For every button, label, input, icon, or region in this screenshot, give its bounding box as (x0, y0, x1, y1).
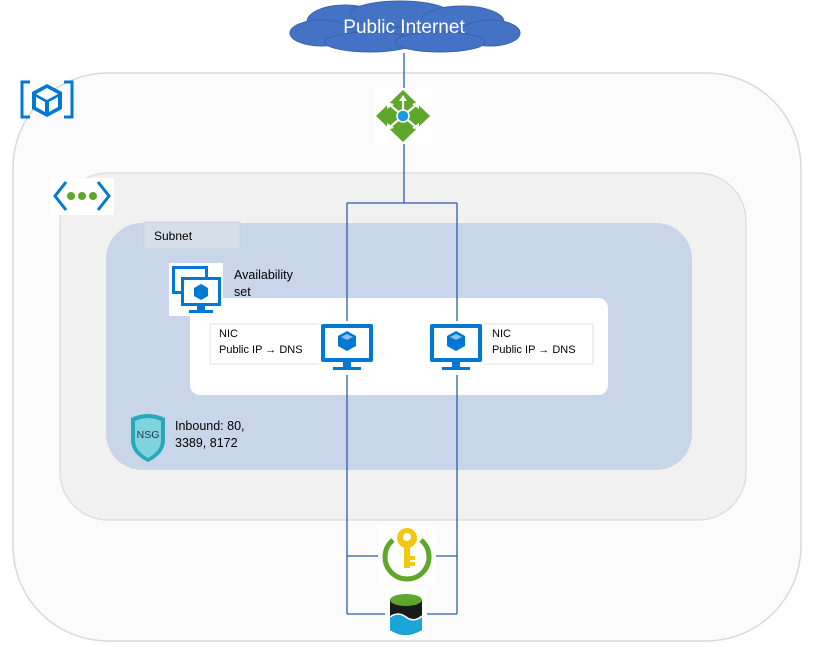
availability-set-region (190, 298, 608, 395)
nsg-rule-line1: Inbound: 80, (175, 419, 245, 433)
key-vault-icon (378, 526, 436, 584)
storage-icon (385, 588, 427, 640)
nic-left-box (209, 323, 321, 365)
nic-right-line1: NIC (492, 328, 511, 340)
vm-right-icon (428, 321, 484, 375)
nic-right-line2: Public IP → DNS (492, 344, 576, 356)
nic-right-box (482, 323, 594, 365)
availability-set-label-line2: set (234, 285, 251, 299)
availability-set-icon (169, 263, 223, 316)
resource-group-cube-icon (20, 80, 74, 119)
load-balancer-icon (374, 88, 432, 144)
virtual-network-icon (50, 178, 114, 215)
public-internet-cloud (289, 0, 521, 53)
public-internet-label: Public Internet (343, 17, 465, 38)
nsg-icon-text: NSG (136, 429, 160, 441)
nic-left-line2: Public IP → DNS (219, 344, 303, 356)
subnet-label: Subnet (154, 229, 193, 243)
nic-left-line1: NIC (219, 328, 238, 340)
vm-left-icon (319, 321, 375, 375)
availability-set-label-line1: Availability (234, 268, 293, 282)
subnet-label-box (143, 221, 241, 250)
nsg-rule-line2: 3389, 8172 (175, 436, 238, 450)
nsg-shield-icon (131, 414, 165, 462)
